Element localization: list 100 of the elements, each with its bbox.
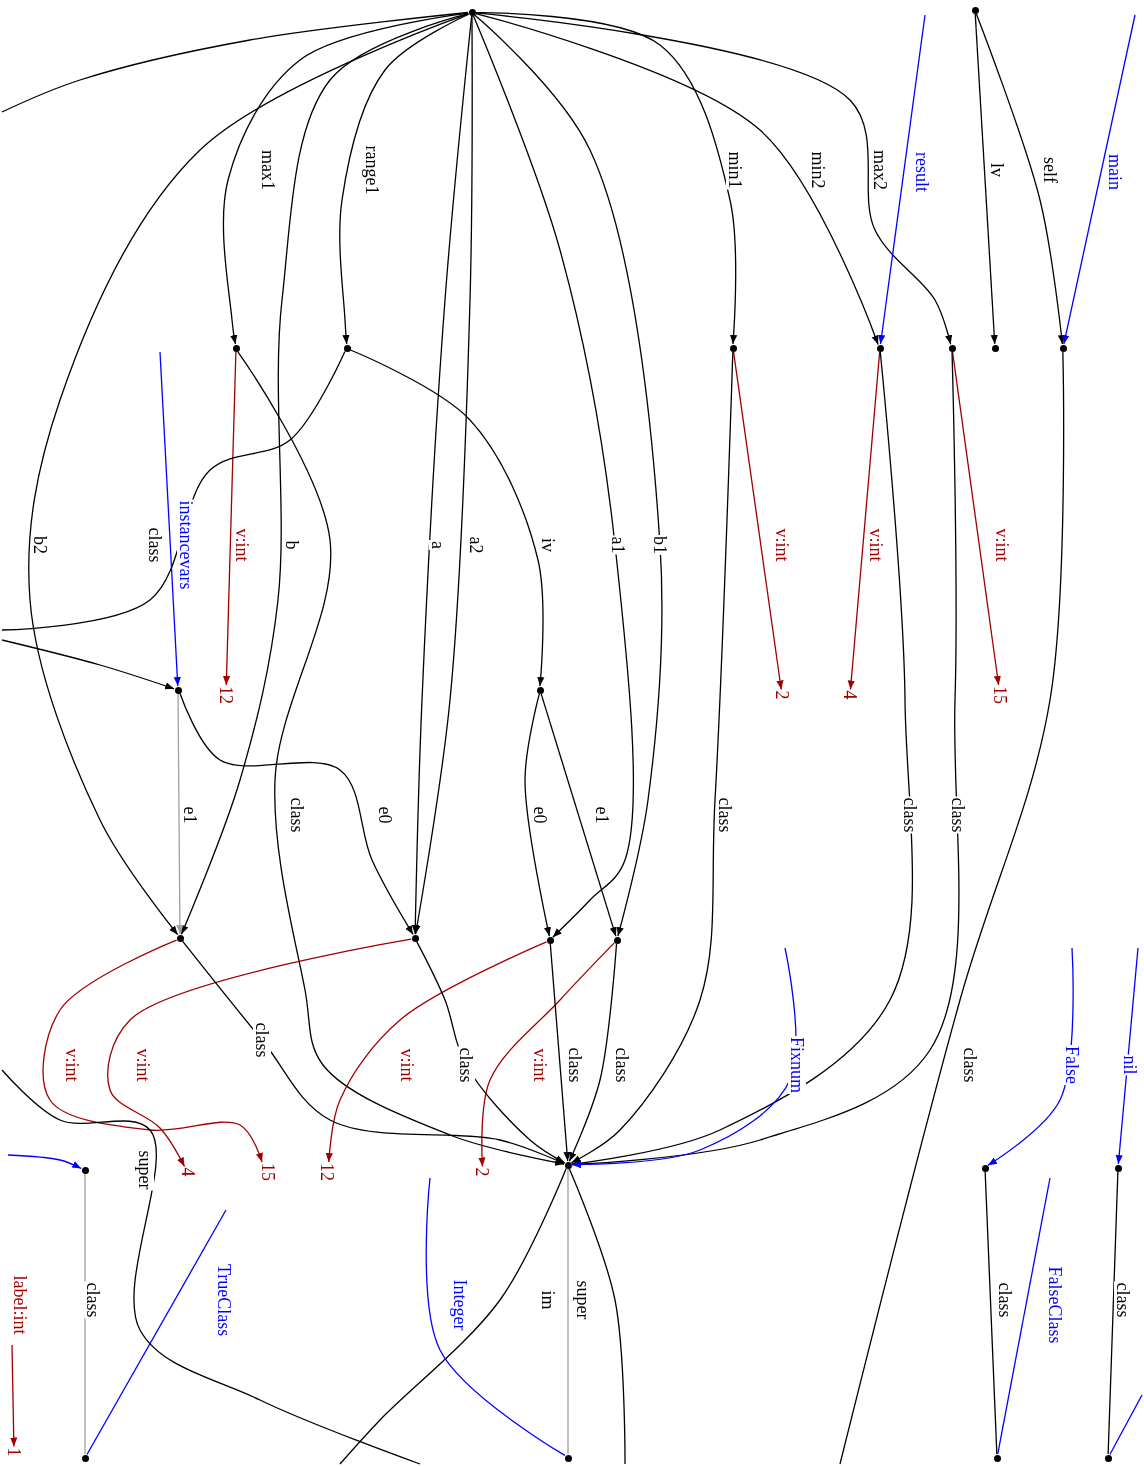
edge-label: class bbox=[566, 1046, 584, 1084]
node-dot bbox=[81, 1166, 89, 1174]
node-dot bbox=[564, 1161, 572, 1169]
value-label: 12 bbox=[217, 686, 235, 704]
node-dot bbox=[613, 936, 621, 944]
edge-label: e0 bbox=[376, 805, 394, 825]
edge-label: self bbox=[1041, 156, 1059, 184]
arrow bbox=[1062, 14, 1136, 345]
arrow bbox=[878, 14, 926, 345]
edge-label: FalseClass bbox=[1046, 1265, 1064, 1345]
node-dot bbox=[536, 686, 544, 694]
arrow bbox=[524, 693, 551, 937]
edge-label: class bbox=[716, 796, 734, 834]
arrow bbox=[7, 1154, 82, 1170]
connector-line bbox=[1109, 1394, 1143, 1456]
arrow bbox=[222, 351, 237, 686]
node-dot bbox=[174, 686, 182, 694]
edge-label: class bbox=[961, 1046, 979, 1084]
node-dot bbox=[971, 6, 979, 14]
arrow bbox=[179, 692, 414, 936]
edge-label: v:int bbox=[63, 1047, 81, 1083]
connector-line bbox=[997, 1177, 1051, 1455]
node-dot bbox=[948, 344, 956, 352]
arrow bbox=[478, 942, 615, 1168]
arrow bbox=[974, 13, 998, 345]
edge-label: class bbox=[457, 1046, 475, 1084]
edge-label: lv bbox=[988, 162, 1006, 178]
edge-label: b1 bbox=[651, 535, 669, 555]
connector-line bbox=[1, 11, 469, 113]
arrow bbox=[1, 639, 175, 690]
node-dot bbox=[991, 344, 999, 352]
node-dot bbox=[546, 936, 554, 944]
connector-line bbox=[1, 350, 346, 631]
edge-label: v:int bbox=[134, 1047, 152, 1083]
arrow bbox=[237, 350, 565, 1166]
connector-line bbox=[425, 1177, 566, 1457]
arrow bbox=[181, 940, 565, 1165]
node-dot bbox=[468, 8, 476, 16]
edge-label: max2 bbox=[871, 149, 889, 191]
edge-label: class bbox=[613, 1046, 631, 1084]
arrow bbox=[10, 1344, 18, 1448]
edge-label: main bbox=[1106, 153, 1124, 191]
arrow bbox=[473, 14, 663, 937]
edge-label: instancevars bbox=[177, 499, 195, 591]
edge-label: b2 bbox=[31, 535, 49, 555]
edge-label: class bbox=[146, 526, 164, 564]
value-label: 4 bbox=[179, 1167, 197, 1177]
edge-label: v:int bbox=[398, 1047, 416, 1083]
edge-label: class bbox=[253, 1021, 271, 1059]
edge-label: class bbox=[996, 1281, 1014, 1319]
arrow bbox=[475, 12, 953, 345]
edge-label: result bbox=[913, 151, 931, 193]
edge-label: a2 bbox=[467, 535, 485, 555]
value-label: 2 bbox=[773, 690, 791, 700]
edge-label: class bbox=[84, 1281, 102, 1319]
node-dot bbox=[232, 344, 240, 352]
edge-label: False bbox=[1063, 1045, 1081, 1085]
arrow bbox=[1115, 947, 1139, 1165]
connector-line bbox=[339, 1167, 567, 1465]
edge-label: nil bbox=[1121, 1054, 1139, 1076]
node-dot bbox=[564, 1454, 572, 1462]
arrow bbox=[159, 351, 181, 687]
edge-label: max1 bbox=[259, 149, 277, 191]
edge-label: v:int bbox=[867, 527, 885, 563]
node-dot bbox=[1114, 1164, 1122, 1172]
arrow bbox=[42, 939, 263, 1163]
value-label: 4 bbox=[841, 690, 859, 700]
connector-line bbox=[568, 1168, 626, 1465]
arrow bbox=[325, 941, 548, 1163]
line-label: super bbox=[136, 1149, 154, 1191]
value-label: 2 bbox=[473, 1167, 491, 1177]
edge-label: e1 bbox=[181, 805, 199, 825]
edge-label: v:int bbox=[773, 527, 791, 563]
edge-label: Integer bbox=[451, 1278, 469, 1332]
edge-label: TrueClass bbox=[215, 1263, 233, 1338]
arrow bbox=[951, 351, 1001, 686]
node-dot bbox=[1059, 344, 1067, 352]
arrow bbox=[472, 15, 635, 938]
edge-label: min2 bbox=[809, 150, 827, 190]
connector-line bbox=[86, 1209, 227, 1456]
edge-label: iv bbox=[539, 537, 557, 553]
node-dot bbox=[729, 344, 737, 352]
node-dot bbox=[176, 934, 184, 942]
edge-label: e0 bbox=[531, 805, 549, 825]
edge-label: v:int bbox=[531, 1047, 549, 1083]
value-label: 15 bbox=[991, 686, 1009, 704]
arrow bbox=[732, 351, 784, 691]
arrow bbox=[568, 943, 618, 1162]
edge-label: v:int bbox=[993, 527, 1011, 563]
edge-label: range1 bbox=[363, 144, 381, 196]
edge-label: Fixnum bbox=[788, 1036, 806, 1094]
arrow bbox=[107, 938, 412, 1168]
arrow bbox=[339, 13, 470, 345]
arrow bbox=[180, 13, 470, 935]
edge-label: a1 bbox=[609, 535, 627, 555]
edge-label: class bbox=[1114, 1281, 1132, 1319]
value-label: 1 bbox=[5, 1447, 23, 1457]
edge-label: class bbox=[901, 796, 919, 834]
arrow bbox=[549, 943, 571, 1162]
edge-label: v:int bbox=[233, 527, 251, 563]
